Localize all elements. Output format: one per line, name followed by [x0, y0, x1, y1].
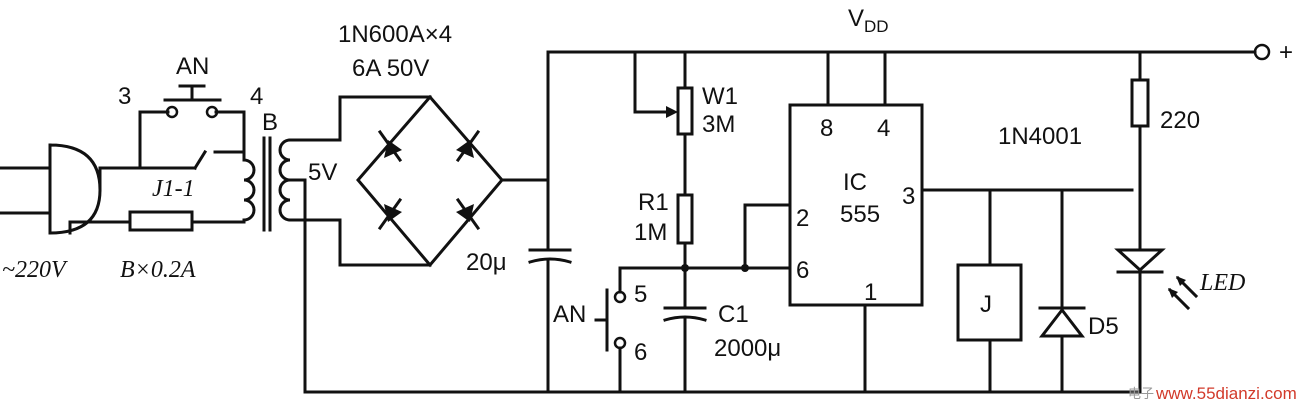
ic-pin3-label: 3 — [902, 183, 915, 210]
led-label: LED — [1199, 270, 1245, 296]
r1-name-label: R1 — [638, 189, 669, 216]
relay-label: J — [980, 291, 992, 318]
pushbutton-switch-bottom — [594, 266, 627, 394]
filter-capacitor — [528, 248, 572, 394]
switch-pin5-label: 5 — [634, 281, 647, 308]
switch-pin6-label: 6 — [634, 339, 647, 366]
pin4-label: 4 — [250, 83, 263, 110]
ic-pin1-label: 1 — [864, 279, 877, 306]
diode-d5 — [1038, 188, 1086, 394]
switch-top-label: AN — [176, 53, 209, 80]
led — [1114, 248, 1199, 394]
potentiometer-w1 — [633, 50, 694, 197]
c1-name-label: C1 — [718, 301, 749, 328]
bridge-rating-label: 6A 50V — [352, 55, 429, 82]
fuse — [118, 210, 246, 232]
resistor-220-label: 220 — [1160, 107, 1200, 134]
pushbutton-switch-top — [138, 84, 246, 119]
ic-pin4-label: 4 — [877, 115, 890, 142]
secondary-voltage-label: 5V — [308, 159, 337, 186]
fuse-label: B×0.2A — [120, 257, 196, 283]
filter-cap-label: 20μ — [466, 249, 507, 276]
resistor-220 — [1130, 50, 1150, 252]
ic-part-label: 555 — [840, 201, 880, 228]
r1-value-label: 1M — [634, 219, 667, 246]
mains-label: ~220V — [2, 257, 68, 283]
plus-label: + — [1279, 39, 1293, 66]
bridge-part-label: 1N600A×4 — [338, 21, 452, 48]
ic-pin6-label: 6 — [796, 257, 809, 284]
diode-part-label: 1N4001 — [998, 123, 1082, 150]
relay-contact-j1-1 — [138, 138, 246, 171]
watermark-faint: 电子 — [1128, 386, 1154, 401]
mains-plug — [0, 143, 102, 235]
bridge-rectifier — [356, 94, 504, 268]
relay-coil — [956, 188, 1023, 394]
resistor-r1 — [676, 193, 694, 292]
ic-pin8-label: 8 — [820, 115, 833, 142]
ic-555 — [788, 50, 1134, 394]
transformer-label: B — [262, 109, 278, 136]
switch-bottom-label: AN — [553, 301, 586, 328]
c1-value-label: 2000μ — [714, 335, 781, 362]
diode-name-label: D5 — [1088, 313, 1119, 340]
watermark-site: www.55dianzi.com — [1155, 384, 1297, 403]
transformer — [242, 136, 292, 232]
relay-contact-label: J1-1 — [152, 176, 195, 202]
ic-pin2-label: 2 — [796, 205, 809, 232]
ic-name-label: IC — [843, 169, 867, 196]
vdd-label: VDD — [848, 5, 889, 36]
pin3-label: 3 — [118, 83, 131, 110]
pot-name-label: W1 — [702, 83, 738, 110]
capacitor-c1 — [663, 288, 707, 394]
pot-value-label: 3M — [702, 111, 735, 138]
